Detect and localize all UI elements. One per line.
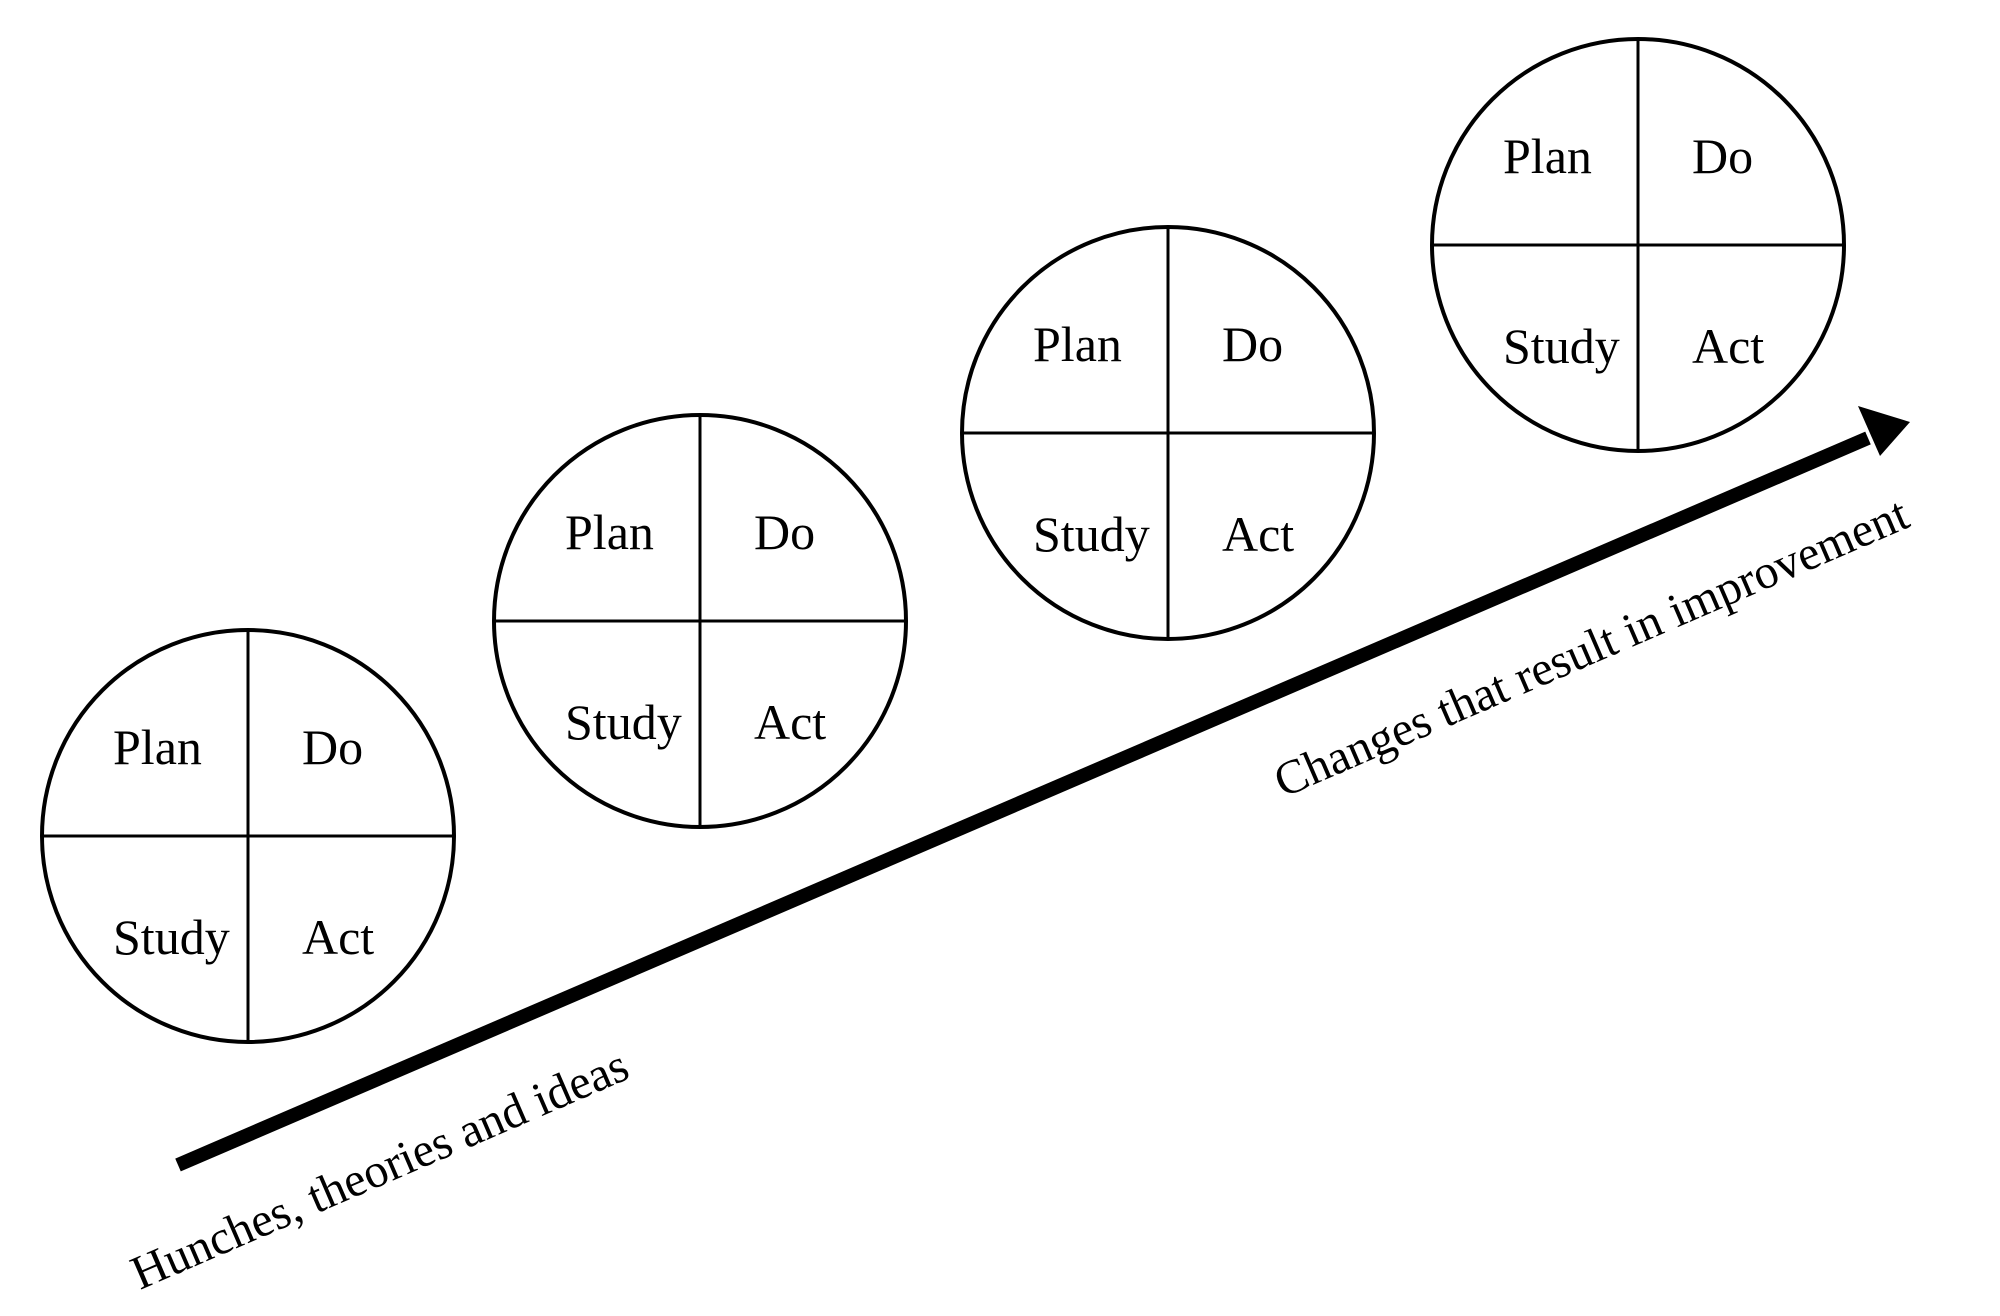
quadrant-do-label: Do (1222, 316, 1283, 372)
progress-arrow (175, 406, 1910, 1172)
quadrant-do-label: Do (302, 719, 363, 775)
quadrant-do-label: Do (1692, 128, 1753, 184)
quadrant-plan-label: Plan (1503, 128, 1592, 184)
quadrant-plan-label: Plan (1033, 316, 1122, 372)
quadrant-plan-label: Plan (565, 504, 654, 560)
arrow-head-icon (1858, 406, 1910, 456)
arrow-shaft (175, 431, 1871, 1172)
pdsa-cycle-2: Plan Do Study Act (492, 413, 908, 829)
quadrant-act-label: Act (1222, 506, 1294, 562)
pdsa-cycle-4: Plan Do Study Act (1430, 37, 1846, 453)
quadrant-study-label: Study (565, 694, 682, 750)
quadrant-do-label: Do (754, 504, 815, 560)
quadrant-study-label: Study (113, 909, 230, 965)
quadrant-act-label: Act (302, 909, 374, 965)
quadrant-act-label: Act (1692, 318, 1764, 374)
quadrant-act-label: Act (754, 694, 826, 750)
quadrant-plan-label: Plan (113, 719, 202, 775)
pdsa-cycle-3: Plan Do Study Act (960, 225, 1376, 641)
pdsa-cycle-1: Plan Do Study Act (40, 628, 456, 1044)
quadrant-study-label: Study (1503, 318, 1620, 374)
quadrant-study-label: Study (1033, 506, 1150, 562)
